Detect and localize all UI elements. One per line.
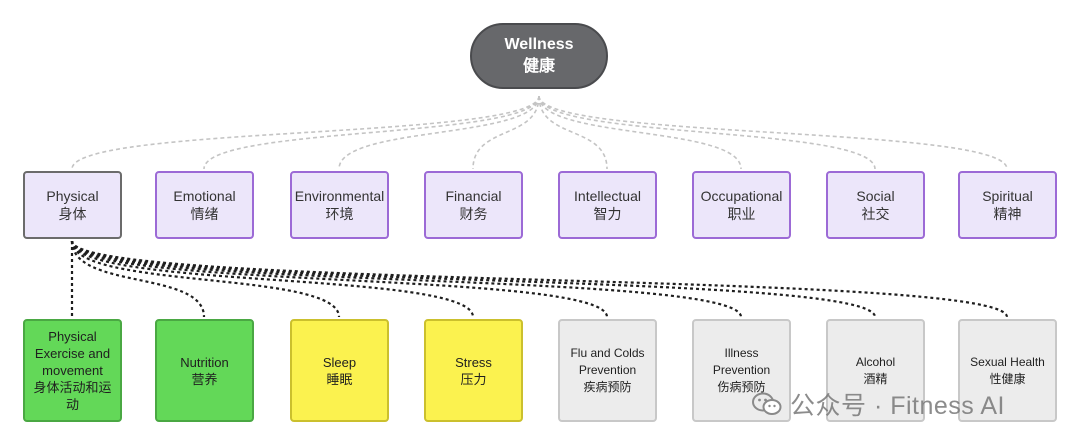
dimension-label-en: Social [856,188,895,204]
connector-root-occupational [538,95,742,170]
dimension-label-en: Financial [445,188,502,204]
connector-root-intellectual [538,95,608,170]
dimension-label-en: Occupational [700,188,783,204]
connector-physical-flu-prevention [70,240,609,318]
dimension-node-occupational[interactable]: Occupational 职业 [692,171,791,239]
subtopic-label-en: Alcohol [855,354,896,369]
subtopic-label-en: Sleep [322,354,357,370]
dimension-node-intellectual[interactable]: Intellectual 智力 [558,171,657,239]
root-title: Wellness [504,36,574,53]
connector-physical-illness-prevention [70,240,743,318]
subtopic-label-zh: 营养 [191,371,218,387]
subtopic-label-zh: 伤病预防 [717,380,766,394]
dimension-node-financial[interactable]: Financial 财务 [424,171,523,239]
root-subtitle: 健康 [522,58,555,75]
connector-root-financial [472,95,540,170]
connector-physical-alcohol [70,240,877,318]
dimension-label-zh: 情绪 [190,206,219,222]
subtopic-node-sexual-health[interactable]: Sexual Health 性健康 [958,319,1057,422]
dimension-node-physical[interactable]: Physical 身体 [23,171,122,239]
subtopic-node-sleep[interactable]: Sleep 睡眠 [290,319,389,422]
connector-root-spiritual [538,95,1008,170]
dimension-label-en: Environmental [294,188,385,204]
subtopic-label-en: Illness Prevention [712,346,771,377]
dimension-node-emotional[interactable]: Emotional 情绪 [155,171,254,239]
watermark-text: 公众号 · Fitness AI [790,392,1005,420]
dimension-label-zh: 职业 [727,206,756,222]
connector-root-environmental [338,95,540,170]
subtopic-label-zh: 酒精 [863,371,888,386]
subtopic-node-stress[interactable]: Stress 压力 [424,319,523,422]
subtopic-label-zh: 压力 [460,371,487,387]
subtopic-label-en: Nutrition [180,354,229,370]
connector-root-emotional [203,95,540,170]
dimension-label-en: Emotional [173,188,236,204]
dimension-label-zh: 社交 [861,206,890,222]
wechat-icon [752,392,782,415]
dimension-label-zh: 环境 [325,206,354,222]
subtopic-node-flu-prevention[interactable]: Flu and Colds Prevention 疾病预防 [558,319,657,422]
dimension-label-zh: 身体 [58,206,87,222]
dimension-label-en: Spiritual [982,188,1033,204]
subtopic-label-zh: 疾病预防 [583,380,632,394]
dimension-node-spiritual[interactable]: Spiritual 精神 [958,171,1057,239]
connector-physical-sexual-health [70,240,1009,318]
subtopic-label-zh: 身体活动和运动 [33,380,112,412]
subtopic-label-en: Physical Exercise and movement [34,329,111,378]
dimension-label-en: Intellectual [574,188,641,204]
subtopic-node-nutrition[interactable]: Nutrition 营养 [155,319,254,422]
watermark: 公众号 · Fitness AI [752,386,1005,422]
connector-root-physical [71,95,540,170]
subtopic-label-en: Stress [455,354,492,370]
connector-physical-stress [70,240,475,318]
subtopic-label-zh: 性健康 [989,371,1026,386]
dimension-label-zh: 精神 [993,206,1022,222]
dimension-node-social[interactable]: Social 社交 [826,171,925,239]
dimension-label-zh: 智力 [593,206,622,222]
dimension-label-zh: 财务 [459,206,488,222]
subtopic-label-zh: 睡眠 [326,371,353,387]
subtopic-node-exercise[interactable]: Physical Exercise and movement 身体活动和运动 [23,319,122,422]
root-node-wellness[interactable]: Wellness 健康 [470,23,608,89]
dimension-label-en: Physical [46,188,99,204]
connector-physical-sleep [70,240,341,318]
subtopic-node-illness-prevention[interactable]: Illness Prevention 伤病预防 [692,319,791,422]
subtopic-label-en: Sexual Health [970,354,1045,369]
subtopic-label-en: Flu and Colds Prevention [570,346,645,377]
dimension-node-environmental[interactable]: Environmental 环境 [290,171,389,239]
connector-root-social [538,95,876,170]
subtopic-node-alcohol[interactable]: Alcohol 酒精 [826,319,925,422]
